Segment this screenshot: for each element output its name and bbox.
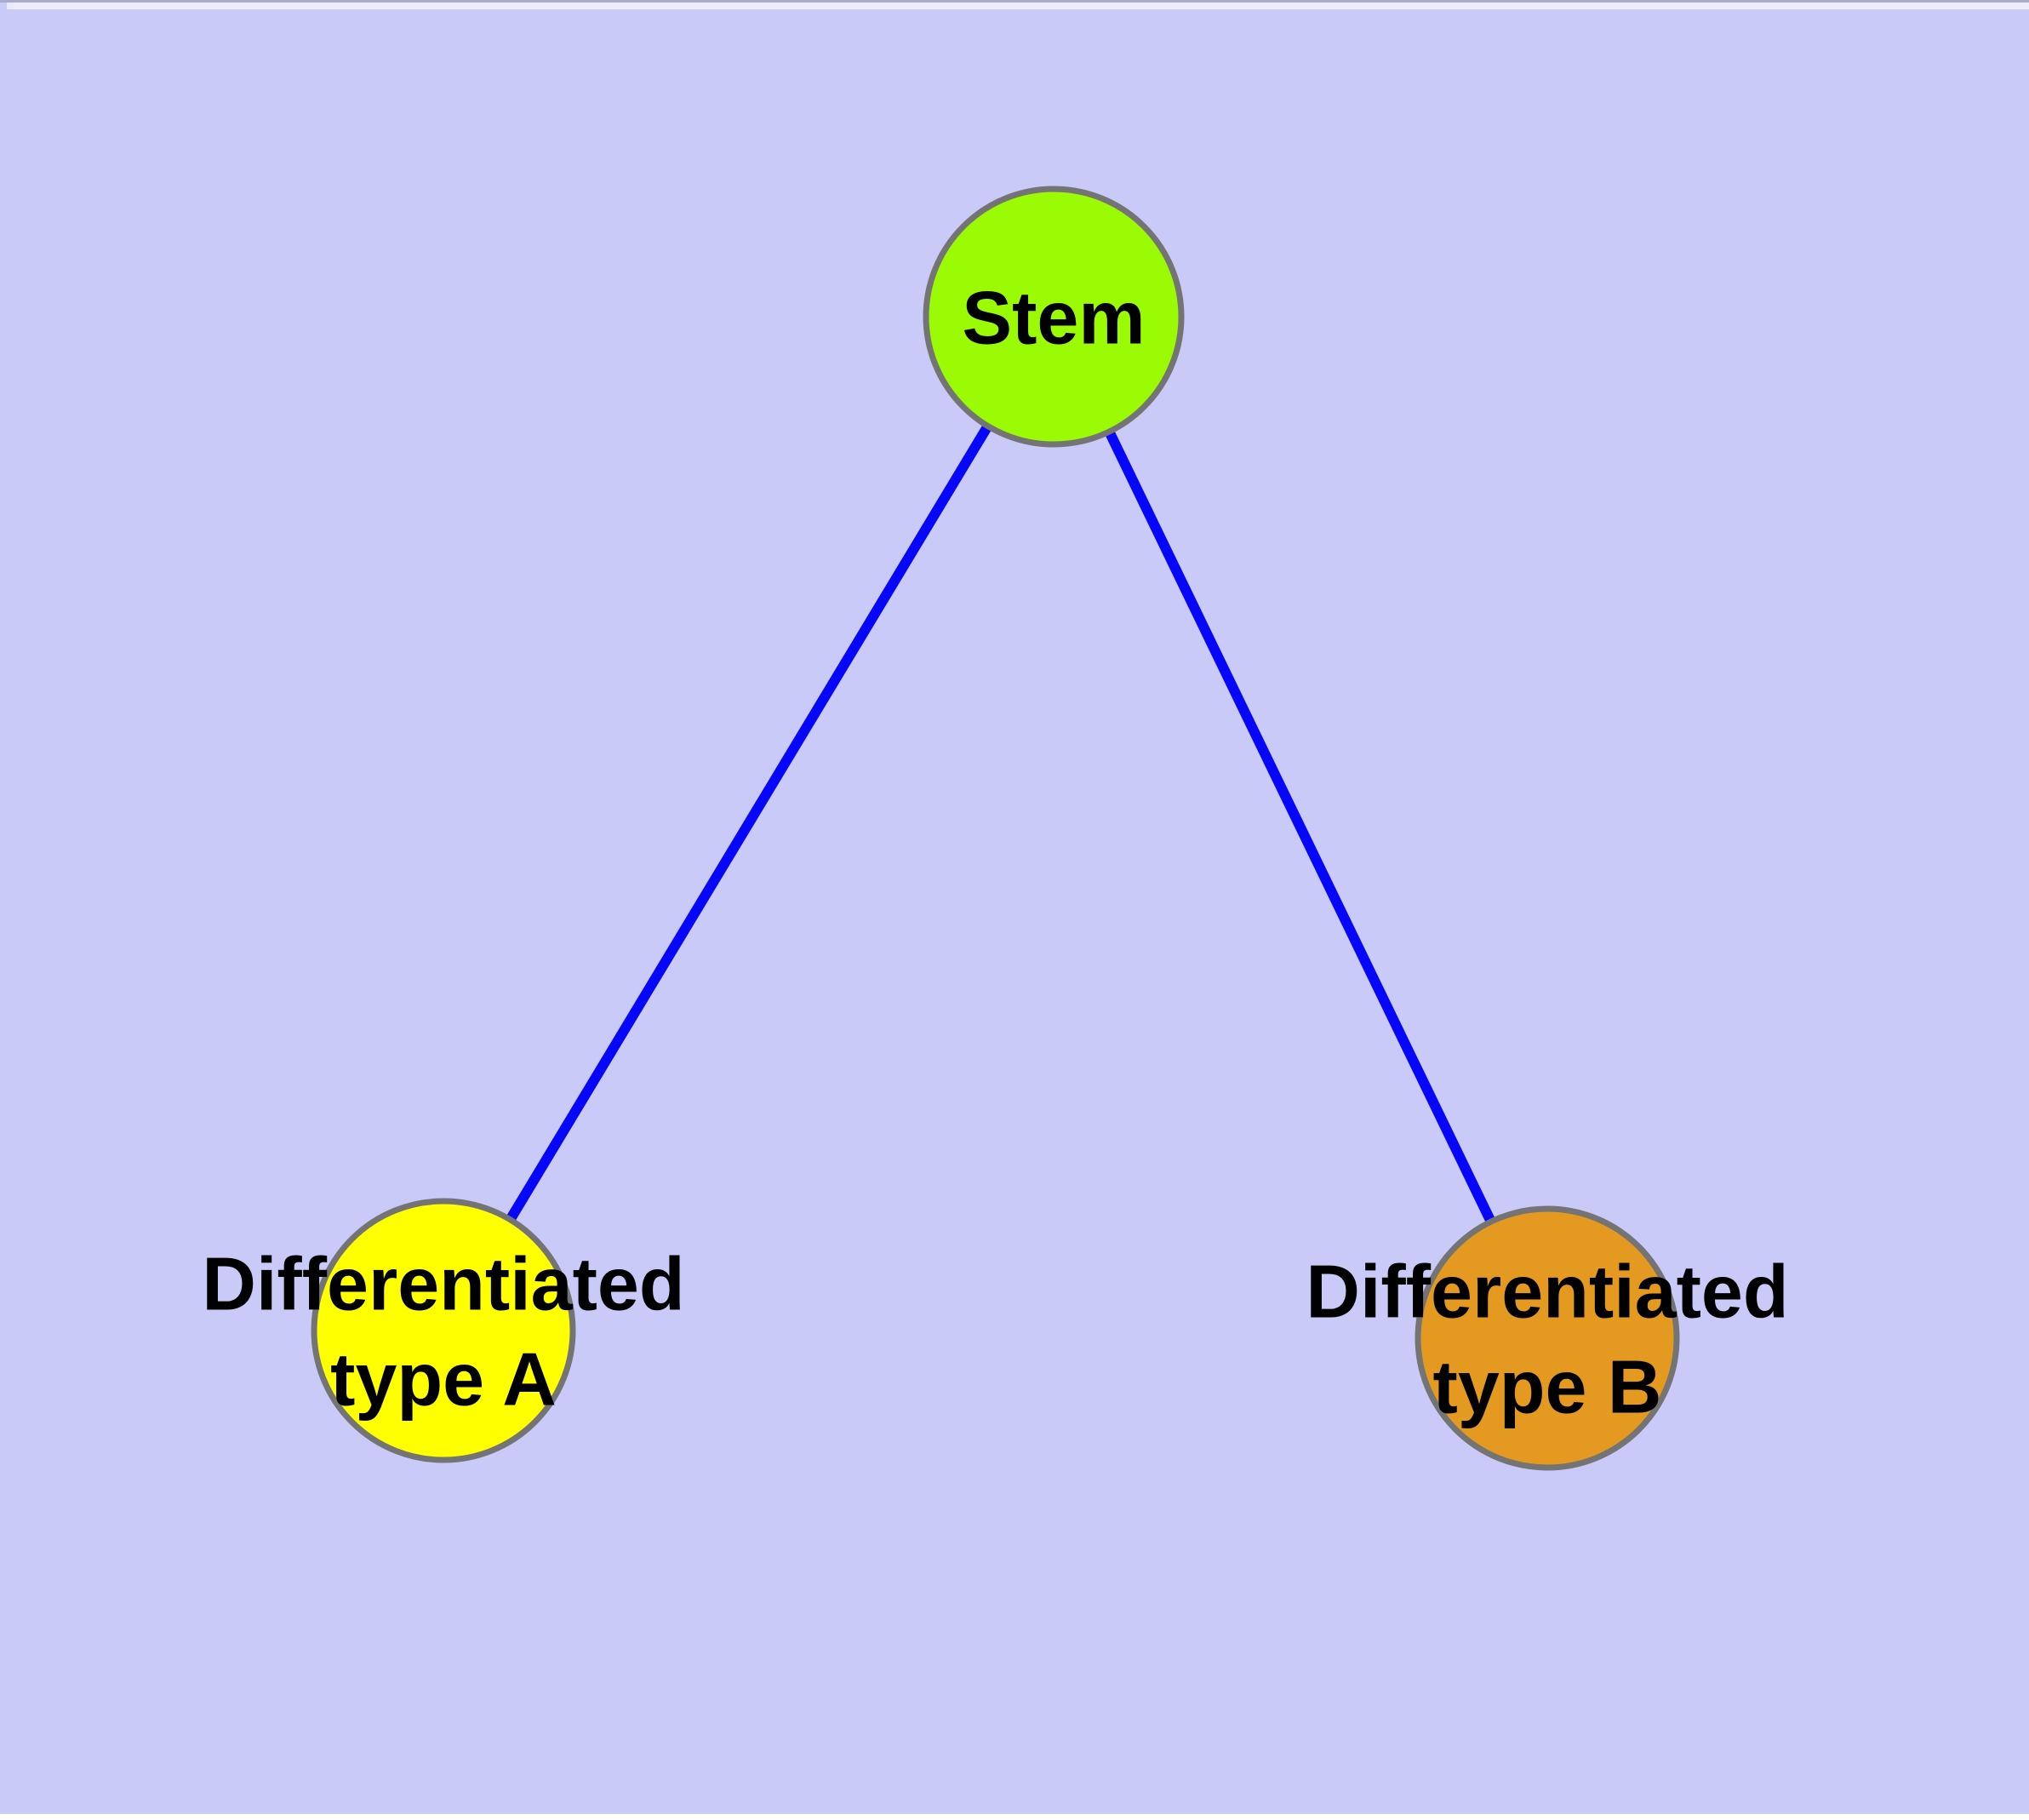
edge-stem-to-differentiated-type-a <box>506 423 992 1222</box>
edge-stem-to-differentiated-type-b <box>1104 429 1496 1224</box>
stem-node-circle[interactable] <box>923 186 1185 448</box>
differentiated-type-a-node-circle[interactable] <box>311 1198 576 1463</box>
differentiated-type-b-node-circle[interactable] <box>1415 1205 1680 1471</box>
canvas-top-edge-line <box>0 0 2029 3</box>
edge-group <box>506 423 1496 1224</box>
node-stem[interactable]: Stem <box>923 186 1185 448</box>
canvas-top-margin <box>7 3 2029 9</box>
canvas-bottom-margin <box>0 1814 2029 1820</box>
